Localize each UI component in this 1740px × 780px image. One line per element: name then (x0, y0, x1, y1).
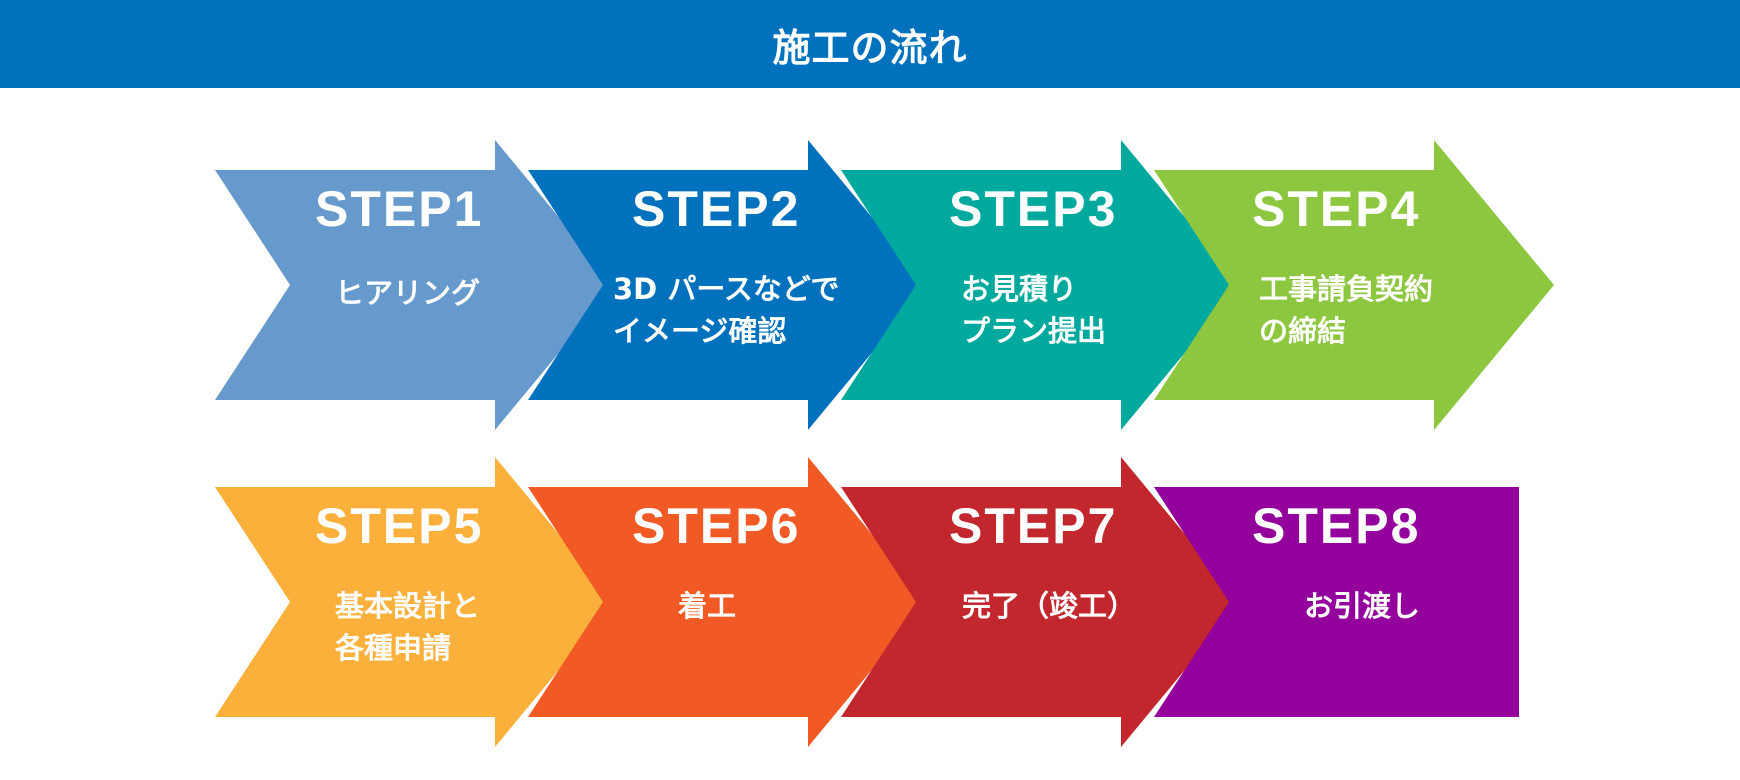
step-5-title: STEP5 (315, 498, 484, 554)
step-4-label: 工事請負契約 の締結 (1259, 268, 1433, 352)
step-4-title: STEP4 (1252, 181, 1421, 237)
page-title: 施工の流れ (772, 25, 968, 70)
step-3-label: お見積り プラン提出 (961, 268, 1106, 352)
step-5-arrow (215, 457, 615, 747)
step-3-arrow (841, 140, 1241, 430)
step-8-label-line-1: お引渡し (1304, 589, 1421, 623)
step-8: STEP8 お引渡し (1154, 457, 1554, 747)
step-5: STEP5 基本設計と 各種申請 (215, 457, 615, 747)
step-3-title: STEP3 (949, 181, 1118, 237)
step-8-label: お引渡し (1304, 585, 1420, 627)
step-5-label-line-1: 基本設計と (335, 589, 481, 623)
step-2-label-line-1: 3D パースなどで (613, 272, 840, 306)
step-3: STEP3 お見積り プラン提出 (841, 140, 1241, 430)
step-2-label-line-2: イメージ確認 (613, 314, 787, 348)
step-1-label: ヒアリング (335, 272, 480, 314)
step-3-label-line-1: お見積り (961, 272, 1078, 306)
step-8-title: STEP8 (1252, 498, 1421, 554)
step-7-arrow (841, 457, 1241, 747)
step-6: STEP6 着工 (528, 457, 928, 747)
step-6-label-line-1: 着工 (678, 589, 737, 623)
step-4-arrow (1154, 140, 1554, 430)
step-7-title: STEP7 (949, 498, 1118, 554)
step-3-label-line-2: プラン提出 (961, 314, 1107, 348)
header-bar: 施工の流れ (0, 0, 1740, 88)
step-8-arrow (1154, 487, 1519, 717)
step-7: STEP7 完了（竣工） (841, 457, 1241, 747)
step-2-arrow (528, 140, 928, 430)
step-7-label-line-1: 完了（竣工） (962, 589, 1137, 623)
step-1-arrow (215, 140, 615, 430)
step-1-title: STEP1 (315, 181, 484, 237)
step-2-label: 3D パースなどで イメージ確認 (613, 268, 839, 352)
step-2: STEP2 3D パースなどで イメージ確認 (528, 140, 928, 430)
step-7-label: 完了（竣工） (962, 585, 1136, 627)
step-5-label-line-2: 各種申請 (335, 631, 452, 665)
step-6-title: STEP6 (632, 498, 801, 554)
step-6-label: 着工 (678, 585, 736, 627)
step-4-label-line-2: の締結 (1259, 314, 1347, 348)
step-4: STEP4 工事請負契約 の締結 (1154, 140, 1554, 430)
step-1-label-line-1: ヒアリング (335, 276, 481, 310)
step-2-title: STEP2 (632, 181, 801, 237)
step-6-arrow (528, 457, 928, 747)
step-5-label: 基本設計と 各種申請 (335, 585, 480, 669)
step-4-label-line-1: 工事請負契約 (1259, 272, 1434, 306)
step-1: STEP1 ヒアリング (215, 140, 615, 430)
